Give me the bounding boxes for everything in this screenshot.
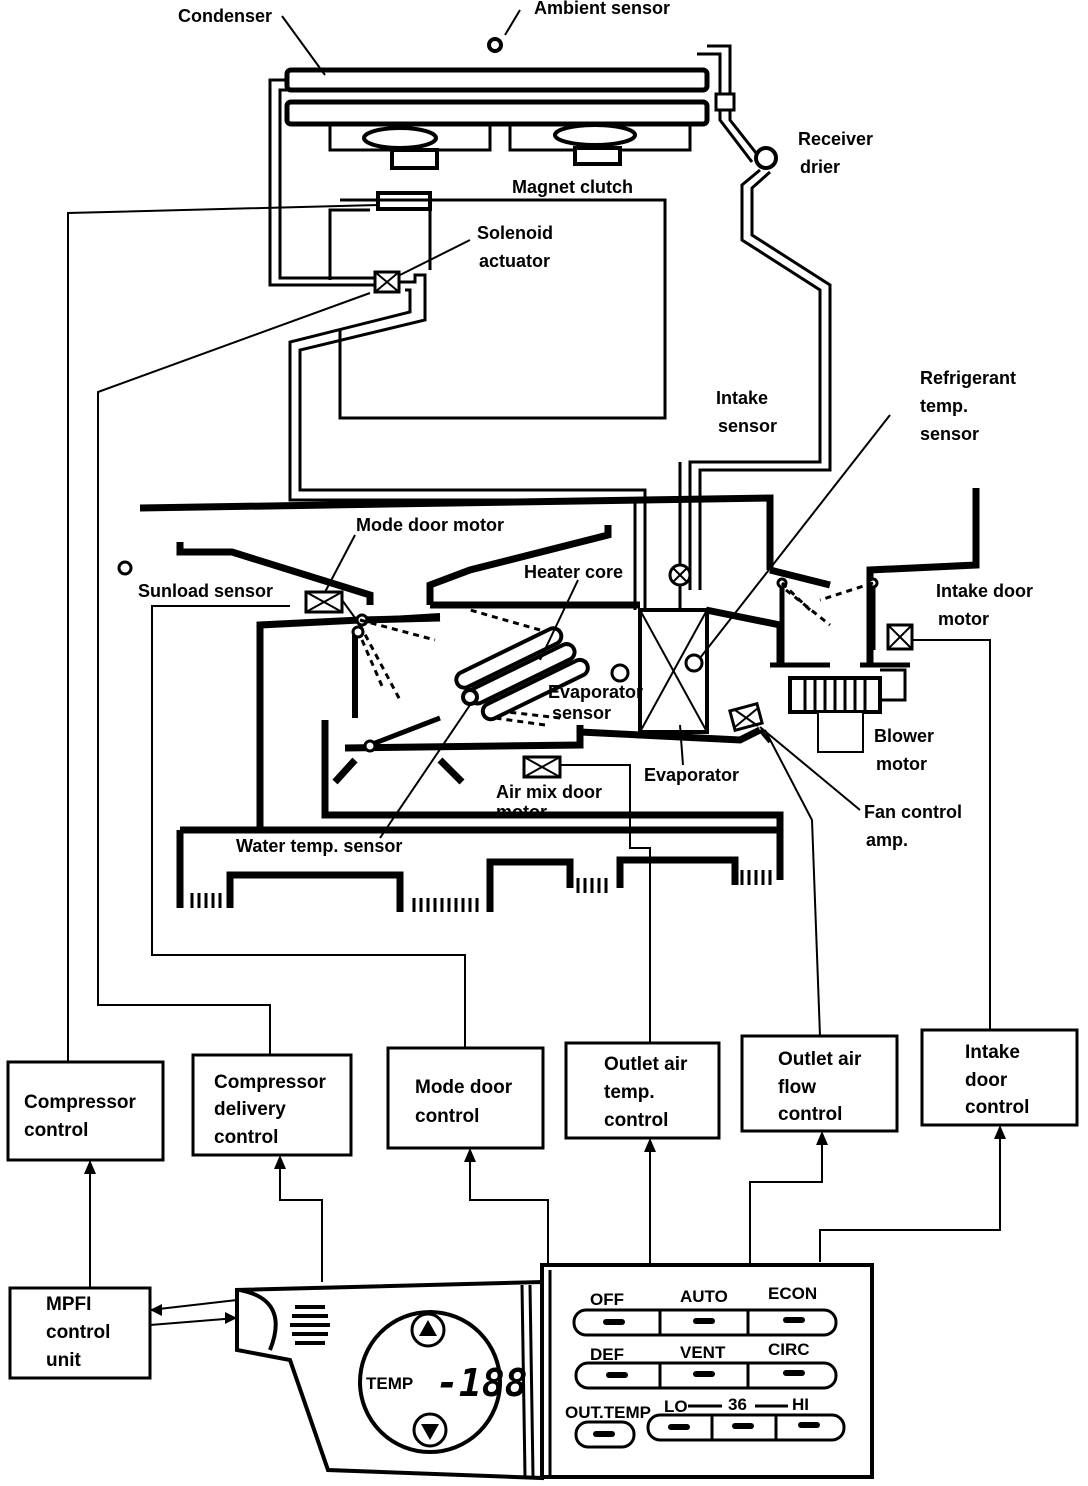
water-temp-sensor-icon xyxy=(461,688,479,706)
svg-text:delivery: delivery xyxy=(214,1099,286,1120)
svg-text:MPFI: MPFI xyxy=(46,1294,91,1315)
vent-label: VENT xyxy=(680,1343,726,1362)
svg-text:motor: motor xyxy=(938,609,989,629)
component-labels: Condenser Ambient sensor Receiver drier … xyxy=(138,0,1033,856)
sun-sensor-grille-icon xyxy=(290,1305,330,1345)
label-ambient-sensor: Ambient sensor xyxy=(534,0,670,18)
svg-text:control: control xyxy=(965,1097,1029,1118)
climate-control-panel: TEMP -188 OFF AUTO ECON DEF VENT CIRC OU… xyxy=(235,1263,874,1481)
auto-label: AUTO xyxy=(680,1287,728,1306)
svg-text:control: control xyxy=(24,1120,88,1141)
svg-text:control: control xyxy=(604,1110,668,1131)
out-temp-label: OUT.TEMP xyxy=(565,1403,651,1422)
label-fan-control-amp: Fan control xyxy=(864,802,962,822)
off-label: OFF xyxy=(590,1290,624,1309)
sunload-sensor-icon xyxy=(117,560,133,576)
label-solenoid-actuator: Solenoid xyxy=(477,223,553,243)
button-row-2[interactable] xyxy=(574,1361,838,1390)
svg-text:motor: motor xyxy=(496,802,547,822)
refrigerant-temp-sensor-icon xyxy=(684,653,704,673)
temp-down-button[interactable] xyxy=(412,1412,448,1448)
out-temp-button[interactable] xyxy=(574,1420,636,1449)
control-box-mode-door-control: Mode door control xyxy=(386,1046,545,1150)
svg-text:Outlet air: Outlet air xyxy=(778,1049,862,1070)
label-air-mix-door-motor: Air mix door xyxy=(496,782,602,802)
label-sunload-sensor: Sunload sensor xyxy=(138,581,273,601)
svg-text:unit: unit xyxy=(46,1350,81,1371)
label-mode-door-motor: Mode door motor xyxy=(356,515,504,535)
label-condenser: Condenser xyxy=(178,6,272,26)
fan-lo-label: LO xyxy=(664,1397,688,1416)
heater-core-icon xyxy=(454,626,590,722)
control-box-compressor-control: Compressor control xyxy=(6,1060,165,1162)
econ-label: ECON xyxy=(768,1284,817,1303)
label-blower-motor: Blower xyxy=(874,726,934,746)
mpfi-control-unit: MPFI control unit xyxy=(8,1286,152,1380)
label-evaporator: Evaporator xyxy=(644,765,739,785)
condenser-valve-icon xyxy=(714,92,736,112)
svg-text:sensor: sensor xyxy=(920,424,979,444)
svg-text:temp.: temp. xyxy=(604,1082,655,1103)
svg-text:Mode door: Mode door xyxy=(415,1077,513,1098)
svg-text:control: control xyxy=(214,1127,278,1148)
svg-text:sensor: sensor xyxy=(718,416,777,436)
arrow-up-icon xyxy=(419,1320,437,1336)
label-intake-sensor: Intake xyxy=(716,388,768,408)
outlet-grilles xyxy=(190,870,772,912)
def-label: DEF xyxy=(590,1345,624,1364)
arrow-down-icon xyxy=(421,1424,439,1440)
svg-text:temp.: temp. xyxy=(920,396,968,416)
temp-dial xyxy=(358,1310,502,1454)
fan-hi-label: HI xyxy=(792,1395,809,1414)
temp-label: TEMP xyxy=(366,1374,413,1393)
condenser-unit xyxy=(284,67,710,170)
label-evaporator-sensor: Evaporator xyxy=(548,682,643,702)
fan-mid-label: 36 xyxy=(728,1395,747,1414)
temp-up-button[interactable] xyxy=(410,1312,446,1348)
svg-text:amp.: amp. xyxy=(866,830,908,850)
control-box-outlet-air-temp-control: Outlet air temp. control xyxy=(564,1041,721,1140)
label-heater-core: Heater core xyxy=(524,562,623,582)
label-receiver-drier: Receiver xyxy=(798,129,873,149)
svg-text:drier: drier xyxy=(800,157,840,177)
control-arrows xyxy=(84,1125,1006,1290)
hvac-case xyxy=(139,488,980,912)
temp-display: -188 xyxy=(436,1361,528,1405)
evaporator-sensor-icon xyxy=(610,663,630,683)
svg-text:door: door xyxy=(965,1070,1008,1091)
receiver-drier-icon xyxy=(754,146,778,170)
button-row-1[interactable] xyxy=(572,1308,838,1337)
svg-text:control: control xyxy=(46,1322,110,1343)
svg-text:flow: flow xyxy=(778,1077,816,1098)
svg-text:control: control xyxy=(778,1104,842,1125)
label-refrigerant-temp-sensor: Refrigerant xyxy=(920,368,1016,388)
svg-text:Outlet air: Outlet air xyxy=(604,1054,688,1075)
svg-text:control: control xyxy=(415,1106,479,1127)
svg-text:Compressor: Compressor xyxy=(214,1072,327,1093)
svg-text:motor: motor xyxy=(876,754,927,774)
circ-label: CIRC xyxy=(768,1340,810,1359)
control-box-intake-door-control: Intake door control xyxy=(920,1028,1079,1127)
ambient-sensor-icon xyxy=(487,37,503,53)
svg-text:actuator: actuator xyxy=(479,251,550,271)
blower-motor-icon xyxy=(788,668,907,753)
svg-text:Compressor: Compressor xyxy=(24,1092,137,1113)
label-intake-door-motor: Intake door xyxy=(936,581,1033,601)
control-box-outlet-air-flow-control: Outlet air flow control xyxy=(740,1034,899,1133)
label-magnet-clutch: Magnet clutch xyxy=(512,177,633,197)
label-water-temp-sensor: Water temp. sensor xyxy=(236,836,402,856)
fan-speed-buttons[interactable] xyxy=(646,1413,846,1442)
svg-text:sensor: sensor xyxy=(552,703,611,723)
control-box-compressor-delivery-control: Compressor delivery control xyxy=(191,1053,353,1157)
svg-text:Intake: Intake xyxy=(965,1042,1020,1063)
